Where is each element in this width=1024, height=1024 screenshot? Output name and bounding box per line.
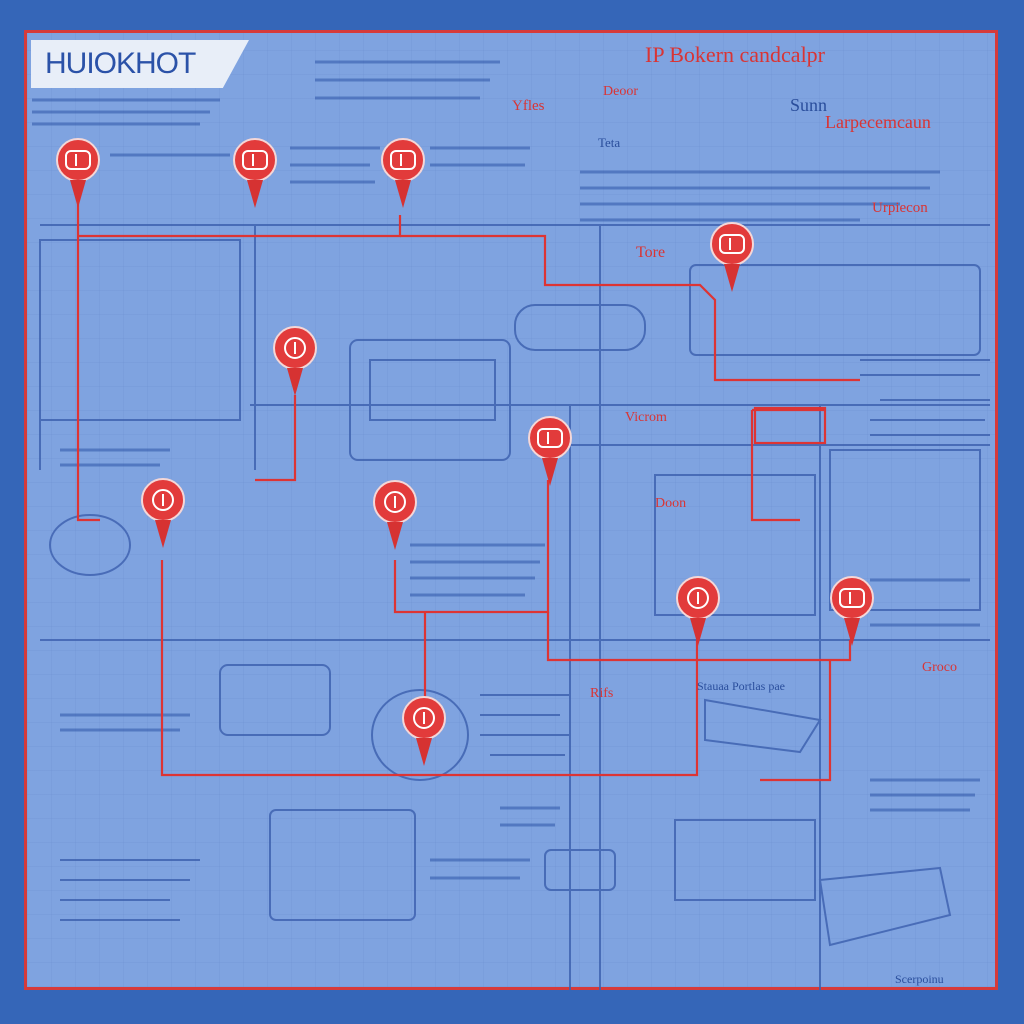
small-label-1: Yfles (512, 98, 545, 114)
vent-label: Vicrom (625, 410, 667, 425)
camera-pin-9[interactable] (676, 576, 720, 620)
dome-camera-icon (242, 150, 268, 170)
bullet-camera-icon (152, 489, 174, 511)
pin-pointer (287, 368, 303, 396)
pin-pointer (724, 264, 740, 292)
pin-pointer (690, 618, 706, 646)
camera-pin-11[interactable] (402, 696, 446, 740)
stand-label: Stauaa Portlas pae (697, 679, 785, 693)
lock-icon (839, 588, 865, 608)
camera-pin-6[interactable] (528, 416, 572, 460)
camera-pin-5[interactable] (273, 326, 317, 370)
right-label-1: Larpecemcaun (825, 112, 931, 132)
rifs-label: Rifs (590, 686, 614, 701)
pin-pointer (155, 520, 171, 548)
mid-label: Tore (636, 244, 666, 261)
camera-icon (537, 428, 563, 448)
lock-icon (719, 234, 745, 254)
camera-pin-1[interactable] (56, 138, 100, 182)
pin-pointer (70, 180, 86, 208)
bottom-right-label: Scerpoinu (895, 972, 944, 986)
diagram-title: HUIOKHOT (45, 47, 196, 80)
pin-pointer (387, 522, 403, 550)
pin-pointer (247, 180, 263, 208)
title-banner: HUIOKHOT (31, 40, 249, 88)
right-label-2: Urpiecon (872, 200, 928, 216)
camera-pin-10[interactable] (830, 576, 874, 620)
lower-label: Groco (922, 660, 957, 675)
camera-icon (413, 707, 435, 729)
dome-camera-icon (384, 491, 406, 513)
sensor-icon (687, 587, 709, 609)
sun-label: Sunn (790, 95, 828, 115)
dome-camera-icon (284, 337, 306, 359)
camera-pin-3[interactable] (381, 138, 425, 182)
top-heading: IP Bokern candcalpr (645, 42, 826, 67)
camera-pin-2[interactable] (233, 138, 277, 182)
camera-icon (65, 150, 91, 170)
pin-pointer (844, 618, 860, 646)
pin-pointer (395, 180, 411, 208)
camera-pin-8[interactable] (373, 480, 417, 524)
blueprint-sheet (24, 30, 998, 990)
sensor-icon (390, 150, 416, 170)
camera-pin-4[interactable] (710, 222, 754, 266)
pin-pointer (542, 458, 558, 486)
camera-pin-7[interactable] (141, 478, 185, 522)
small-label-3: Teta (598, 135, 621, 150)
small-label-2: Deoor (603, 84, 638, 99)
pin-pointer (416, 738, 432, 766)
door-label: Doon (655, 496, 687, 511)
